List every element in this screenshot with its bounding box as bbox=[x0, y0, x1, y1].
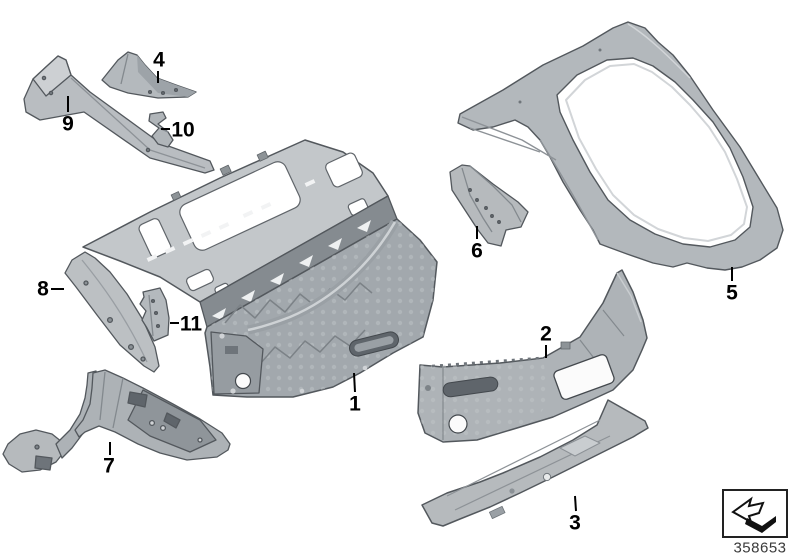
callout-1[interactable]: 1 bbox=[349, 392, 361, 416]
callout-11[interactable]: 11 bbox=[179, 312, 203, 336]
callout-8[interactable]: 8 bbox=[37, 277, 49, 301]
part-1-bulkhead-assembly[interactable] bbox=[82, 139, 438, 398]
diagram-link-button[interactable] bbox=[722, 489, 788, 538]
part-4-gusset-plate[interactable] bbox=[101, 51, 197, 99]
part-8-closing-panel[interactable] bbox=[64, 251, 160, 373]
part-7-support-bracket[interactable] bbox=[2, 369, 231, 473]
leader-lines bbox=[51, 71, 733, 512]
part-3-underfloor-panel[interactable] bbox=[421, 399, 649, 527]
diagram-number: 358653 bbox=[733, 539, 787, 557]
callout-5[interactable]: 5 bbox=[726, 281, 738, 305]
part-2-rear-panel[interactable] bbox=[417, 269, 648, 443]
callout-4[interactable]: 4 bbox=[153, 48, 165, 72]
diagram-link-icon bbox=[731, 495, 776, 533]
callout-7[interactable]: 7 bbox=[103, 454, 115, 478]
part-5-trunk-opening-frame[interactable] bbox=[457, 21, 784, 271]
part-9-rail-bracket[interactable] bbox=[23, 55, 215, 174]
callout-6[interactable]: 6 bbox=[471, 239, 483, 263]
callout-10[interactable]: 10 bbox=[171, 118, 195, 142]
callout-3[interactable]: 3 bbox=[569, 511, 581, 535]
part-11-bracket[interactable] bbox=[139, 287, 170, 342]
callout-9[interactable]: 9 bbox=[62, 112, 74, 136]
part-6-bracket[interactable] bbox=[449, 164, 529, 247]
callout-2[interactable]: 2 bbox=[540, 322, 552, 346]
